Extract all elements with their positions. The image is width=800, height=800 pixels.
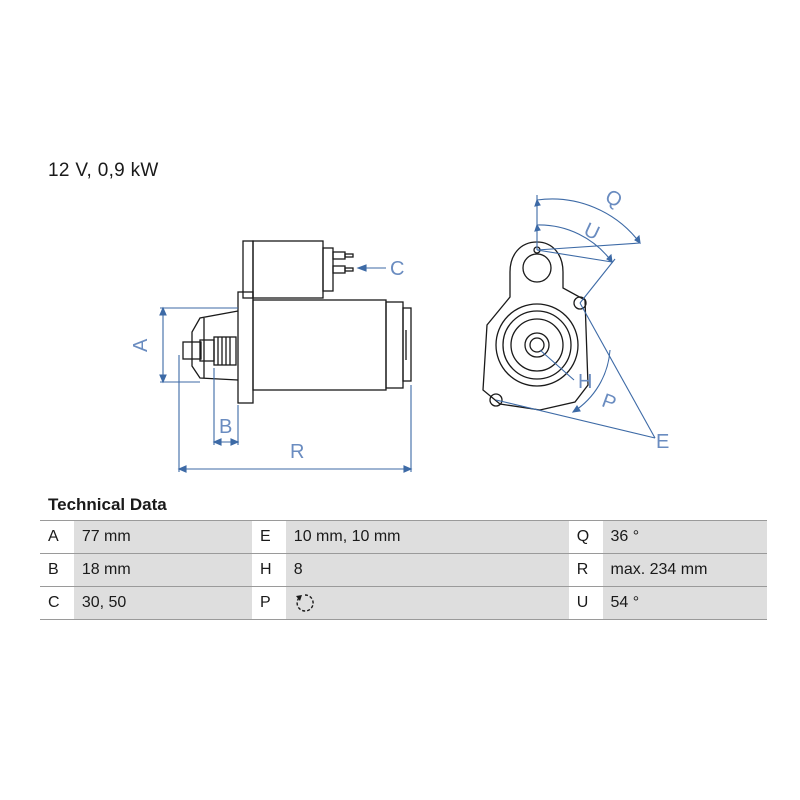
spec-key: P [251,586,286,620]
label-h: H [578,371,592,393]
label-u: U [580,219,602,245]
table-row: A 77 mm E 10 mm, 10 mm Q 36 ° [40,520,767,554]
label-q: Q [601,185,625,212]
spec-value: 18 mm [73,553,252,587]
spec-value: 10 mm, 10 mm [285,520,569,554]
end-view-housing [482,241,589,411]
technical-data-table: A 77 mm E 10 mm, 10 mm Q 36 ° B 18 mm H … [40,520,767,620]
spec-value: 77 mm [73,520,252,554]
mounting-flange [237,291,254,404]
label-r: R [290,441,304,463]
label-a: A [130,338,152,352]
motor-body [252,299,387,391]
spec-key: A [40,520,74,554]
spec-key: E [251,520,286,554]
label-e: E [656,431,669,453]
spec-key: B [40,553,74,587]
label-p: P [599,390,619,415]
end-view-nose [495,303,579,387]
rotation-direction-icon [295,594,314,612]
spec-value: 54 ° [602,586,767,620]
spec-value: max. 234 mm [602,553,767,587]
spec-key: C [40,586,74,620]
solenoid-body [252,240,324,299]
product-title: 12 V, 0,9 kW [48,160,159,181]
label-b: B [219,416,232,438]
spec-value: 8 [285,553,569,587]
table-row: C 30, 50 P U 54 ° [40,586,767,620]
spec-value: 30, 50 [73,586,252,620]
spec-key: H [251,553,286,587]
table-row: B 18 mm H 8 R max. 234 mm [40,553,767,587]
spec-value-rotation [285,586,569,620]
spec-key: Q [568,520,603,554]
pinion [213,336,237,366]
spec-key: R [568,553,603,587]
label-c: C [390,258,404,280]
spec-value: 36 ° [602,520,767,554]
starter-motor-drawing: A B C R Q U H P E [130,185,669,473]
technical-data-heading: Technical Data [48,495,167,514]
spec-key: U [568,586,603,620]
